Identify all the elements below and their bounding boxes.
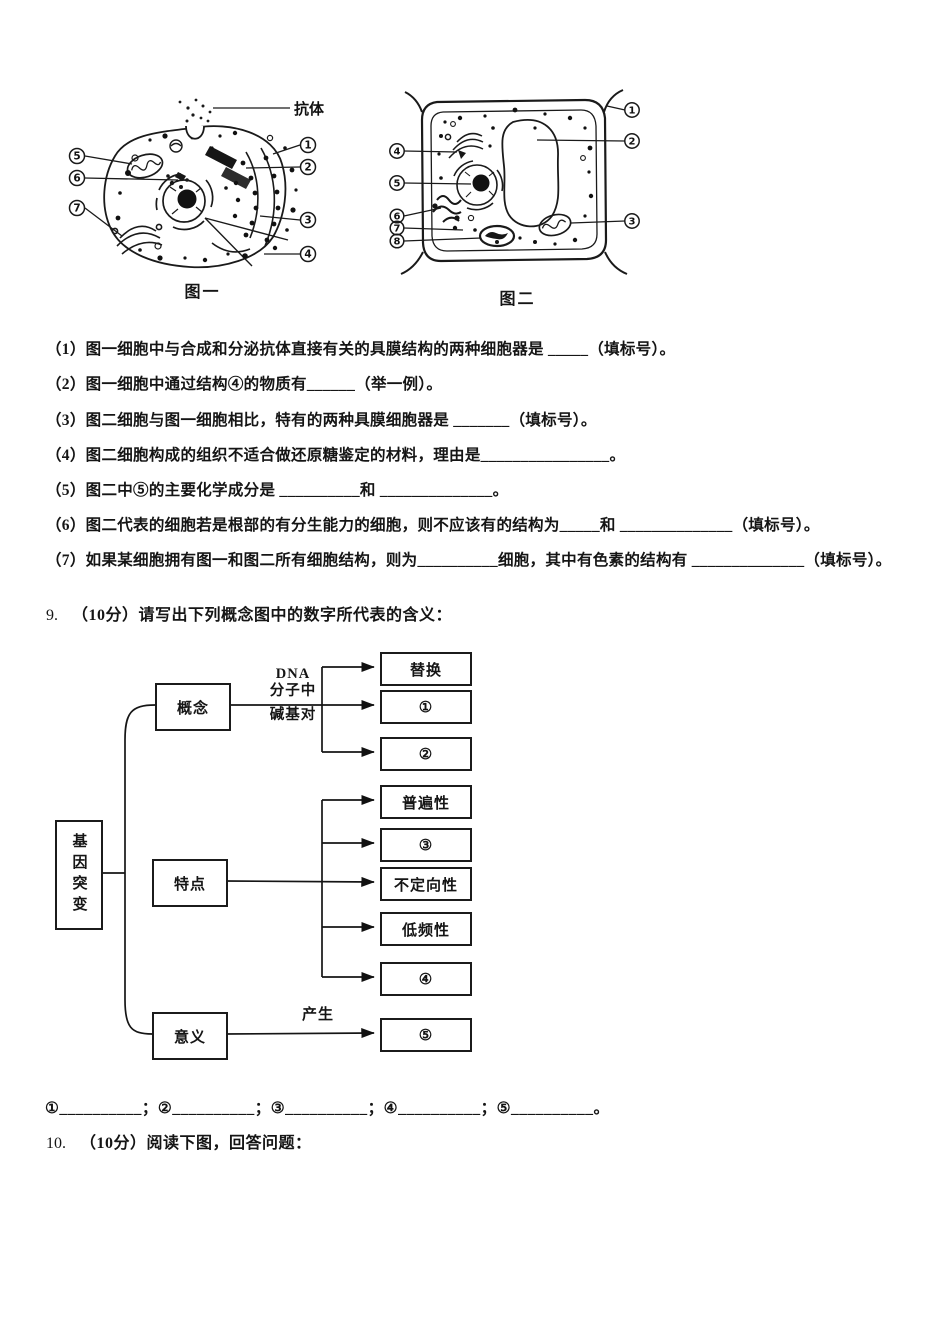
figure2-drawing: 1 2 3 4 5 6 7 8 — [389, 89, 640, 275]
question-1: （1）图一细胞中与合成和分泌抗体直接有关的具膜结构的两种细胞器是 _____（填… — [46, 341, 676, 358]
label-7-icon: 7 — [394, 224, 401, 235]
target-box-blank-1: ① — [380, 690, 472, 724]
centriole — [166, 146, 251, 189]
er-cluster — [432, 195, 462, 223]
root-box-gene-mutation: 基因突变 — [55, 820, 103, 930]
cytoplasm-dots — [115, 130, 298, 263]
label-5-icon: 5 — [73, 151, 80, 163]
branch-box-features: 特点 — [152, 859, 228, 907]
question-9-heading: 9. （10分）请写出下列概念图中的数字所代表的含义： — [46, 605, 452, 627]
cell-membrane — [430, 109, 598, 252]
edge-label-dna: DNA 分子中 — [241, 666, 345, 700]
figure2-label-circles — [389, 102, 640, 249]
nucleus — [453, 160, 504, 211]
figure1-caption: 图一 — [184, 284, 221, 301]
question-7: （7）如果某细胞拥有图一和图二所有细胞结构，则为__________细胞，其中有… — [46, 552, 892, 569]
label-8-icon: 8 — [394, 237, 401, 248]
mitochondrion — [126, 153, 164, 179]
target-box-blank-2: ② — [380, 737, 472, 771]
cell-membrane — [103, 125, 287, 269]
leader-lines — [84, 107, 301, 255]
mitochondrion-bottom — [478, 224, 516, 248]
nucleolus — [472, 174, 490, 192]
question-3: （3）图二细胞与图一细胞相比，特有的两种具膜细胞器是 _______（填标号）。 — [46, 412, 597, 429]
label-4-icon: 4 — [394, 147, 401, 158]
mitochondrion-right — [538, 213, 572, 237]
target-box-universality: 普遍性 — [380, 785, 472, 819]
gene-mutation-concept-map: 基因突变 概念 特点 意义 DNA 分子中 碱基对 产生 替换 ① ② 普遍性 … — [45, 645, 475, 1065]
label-1-icon: 1 — [629, 106, 636, 117]
edge-label-base-pair: 碱基对 — [269, 707, 317, 723]
figure1-drawing: 抗体 1 2 3 4 5 6 7 — [68, 98, 325, 269]
figure1-animal-cell-diagram: 抗体 1 2 3 4 5 6 7 图一 — [60, 88, 345, 302]
target-box-non-directional: 不定向性 — [380, 867, 472, 901]
question-6: （6）图二代表的细胞若是根部的有分生能力的细胞，则不应该有的结构为_____和 … — [46, 517, 820, 534]
figure2-caption: 图二 — [499, 291, 536, 308]
lysosome — [169, 139, 183, 153]
vacuole — [501, 119, 560, 228]
label-3-icon: 3 — [629, 217, 636, 228]
label-1-icon: 1 — [304, 140, 311, 152]
question-9-number: 9. — [46, 607, 58, 624]
cell-wall — [400, 89, 628, 275]
label-4-icon: 4 — [304, 249, 311, 261]
label-6-icon: 6 — [73, 173, 80, 185]
golgi-apparatus — [444, 132, 484, 159]
leader-lines — [403, 105, 626, 242]
edge-label-produce: 产生 — [301, 1007, 334, 1023]
cytoplasm-vesicles — [131, 134, 274, 250]
target-box-blank-3: ③ — [380, 828, 472, 862]
branch-box-concept: 概念 — [155, 683, 231, 731]
nucleus — [155, 173, 214, 231]
label-2-icon: 2 — [629, 137, 636, 148]
question-10-text: （10分）阅读下图，回答问题： — [80, 1135, 312, 1152]
secretion-vesicle — [185, 125, 205, 140]
cytoplasm-dots — [437, 107, 594, 246]
cytoplasm-vesicles — [450, 121, 586, 222]
answer-blanks-line: ①__________；②__________；③__________；④___… — [45, 1100, 610, 1117]
label-2-icon: 2 — [304, 162, 311, 174]
nucleolus — [177, 189, 197, 209]
question-9-text: （10分）请写出下列概念图中的数字所代表的含义： — [72, 607, 453, 624]
target-box-blank-4: ④ — [380, 962, 472, 996]
question-10-number: 10. — [46, 1135, 66, 1152]
label-3-icon: 3 — [304, 215, 311, 227]
label-6-icon: 6 — [394, 212, 401, 223]
target-box-low-frequency: 低频性 — [380, 912, 472, 946]
edge-label-dna-line2: 分子中 — [269, 683, 317, 699]
edge-label-dna-line1: DNA — [275, 666, 311, 682]
figure2-plant-cell-diagram: 1 2 3 4 5 6 7 8 图二 — [385, 88, 650, 309]
antibody-label: 抗体 — [294, 100, 325, 118]
target-box-substitution: 替换 — [380, 652, 472, 686]
question-4: （4）图二细胞构成的组织不适合做还原糖鉴定的材料，理由是____________… — [46, 447, 626, 464]
concept-map-lines — [101, 661, 375, 1039]
figure1-label-circles — [68, 136, 317, 263]
question-5: （5）图二中⑤的主要化学成分是 __________和 ____________… — [46, 482, 509, 499]
question-2: （2）图一细胞中通过结构④的物质有______（举一例）。 — [46, 376, 443, 393]
label-7-icon: 7 — [73, 203, 80, 215]
root-bracket — [124, 704, 156, 1035]
label-5-icon: 5 — [394, 179, 401, 190]
target-box-blank-5: ⑤ — [380, 1018, 472, 1052]
ribosomes — [232, 155, 281, 243]
golgi-apparatus — [111, 223, 163, 255]
question-10-heading: 10. （10分）阅读下图，回答问题： — [46, 1133, 312, 1155]
branch-box-significance: 意义 — [152, 1012, 228, 1060]
